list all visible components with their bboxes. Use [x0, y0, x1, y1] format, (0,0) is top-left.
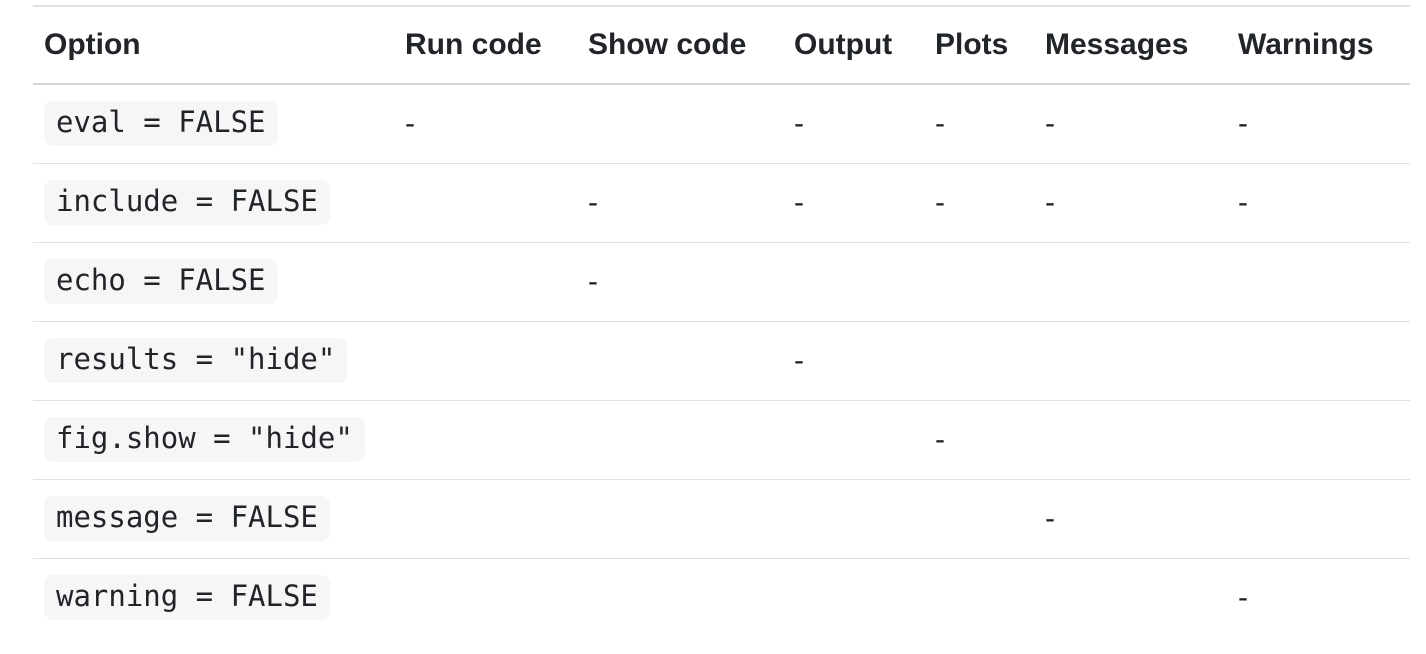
option-code-chip: message = FALSE [44, 496, 330, 541]
table-body: eval = FALSE-----include = FALSE-----ech… [33, 84, 1410, 637]
empty-cell-plots [924, 321, 1034, 401]
suppressed-mark-messages: - [1034, 163, 1227, 243]
empty-cell-warnings [1227, 479, 1410, 559]
column-header-plots: Plots [924, 5, 1034, 85]
table-row-message-false: message = FALSE - [33, 479, 1410, 559]
column-header-warnings: Warnings [1227, 5, 1410, 85]
table-row-fig-show-hide: fig.show = "hide" - [33, 400, 1410, 480]
empty-cell-run-code [394, 321, 577, 401]
option-code-chip: include = FALSE [44, 180, 330, 225]
empty-cell-run-code [394, 242, 577, 322]
empty-cell-show-code [577, 558, 783, 637]
empty-cell-warnings [1227, 242, 1410, 322]
suppressed-mark-plots: - [924, 163, 1034, 243]
option-code-chip: results = "hide" [44, 338, 348, 383]
table-row-include-false: include = FALSE----- [33, 163, 1410, 243]
suppressed-mark-plots: - [924, 84, 1034, 164]
table-row-eval-false: eval = FALSE----- [33, 84, 1410, 164]
empty-cell-messages [1034, 400, 1227, 480]
suppressed-mark-warnings: - [1227, 163, 1410, 243]
option-code-chip: echo = FALSE [44, 259, 278, 304]
suppressed-mark-run-code: - [394, 84, 577, 164]
empty-cell-warnings [1227, 321, 1410, 401]
empty-cell-warnings [1227, 400, 1410, 480]
option-code-chip: eval = FALSE [44, 101, 278, 147]
empty-cell-output [783, 242, 924, 322]
option-code-chip: warning = FALSE [44, 575, 330, 621]
option-cell: warning = FALSE [33, 558, 394, 637]
suppressed-mark-plots: - [924, 400, 1034, 480]
suppressed-mark-show-code: - [577, 242, 783, 322]
empty-cell-output [783, 558, 924, 637]
table-row-results-hide: results = "hide" - [33, 321, 1410, 401]
column-header-messages: Messages [1034, 5, 1227, 85]
suppressed-mark-output: - [783, 163, 924, 243]
empty-cell-plots [924, 479, 1034, 559]
empty-cell-show-code [577, 321, 783, 401]
option-code-chip: fig.show = "hide" [44, 417, 365, 462]
table-row-echo-false: echo = FALSE - [33, 242, 1410, 322]
empty-cell-plots [924, 558, 1034, 637]
empty-cell-run-code [394, 479, 577, 559]
suppressed-mark-warnings: - [1227, 84, 1410, 164]
suppressed-mark-warnings: - [1238, 580, 1248, 614]
column-header-output: Output [783, 5, 924, 85]
empty-cell-output [783, 400, 924, 480]
column-header-show-code: Show code [577, 5, 783, 85]
option-cell: fig.show = "hide" [33, 400, 394, 480]
empty-cell-messages [1034, 558, 1227, 637]
empty-cell-output [783, 479, 924, 559]
empty-cell-run-code [394, 163, 577, 243]
empty-cell-plots [924, 242, 1034, 322]
option-cell: echo = FALSE [33, 242, 394, 322]
option-cell: eval = FALSE [33, 84, 394, 164]
empty-cell-show-code [577, 400, 783, 480]
column-header-option: Option [33, 5, 394, 85]
empty-cell-run-code [394, 400, 577, 480]
suppressed-mark-messages: - [1034, 479, 1227, 559]
option-cell: include = FALSE [33, 163, 394, 243]
suppressed-mark-output: - [783, 321, 924, 401]
empty-cell-show-code [577, 84, 783, 164]
table-row-warning-false: warning = FALSE - [33, 558, 1410, 637]
empty-cell-show-code [577, 479, 783, 559]
empty-cell-messages [1034, 321, 1227, 401]
empty-cell-run-code [394, 558, 577, 637]
suppressed-mark-output: - [783, 84, 924, 164]
suppressed-mark-messages: - [1034, 84, 1227, 164]
option-cell: message = FALSE [33, 479, 394, 559]
empty-cell-messages [1034, 242, 1227, 322]
option-cell: results = "hide" [33, 321, 394, 401]
column-header-run-code: Run code [394, 5, 577, 85]
suppressed-mark-show-code: - [577, 163, 783, 243]
